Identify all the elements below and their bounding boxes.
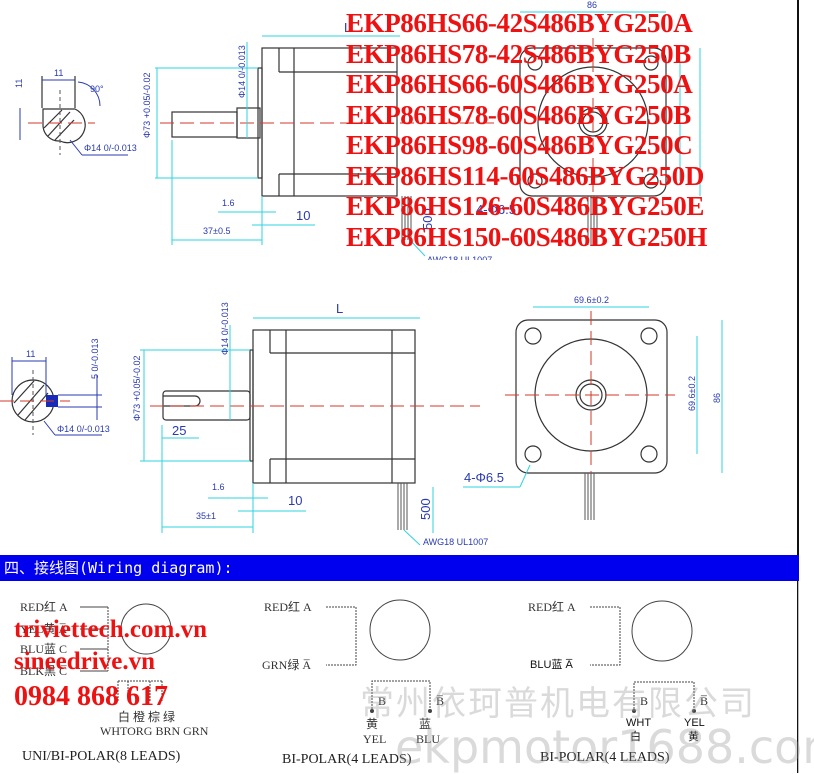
model-number: EKP86HS150-60S486BYG250H: [346, 221, 707, 252]
dim-text: 69.6±0.2: [687, 376, 697, 411]
dim-text: 35±1: [196, 511, 216, 521]
lead-label: BLU蓝 C: [20, 642, 67, 656]
lead-label-en: WHTORG BRN GRN: [100, 724, 209, 738]
dim-text: 4-Φ6.5: [476, 202, 516, 217]
lead-label-en: YEL: [363, 732, 386, 746]
dim-text: Φ73 +0.05/-0.02: [142, 73, 152, 138]
model-number: EKP86HS78-60S486BYG250B: [346, 99, 691, 130]
dim-text: 5 0/-0.013: [90, 338, 100, 379]
dim-text: 1.6: [222, 198, 235, 208]
model-number: EKP86HS66-60S486BYG250A: [346, 69, 693, 99]
lead-label: RED红 A: [20, 599, 68, 614]
dim-text: Φ14 0/-0.013: [84, 143, 137, 153]
top-side-view: Φ73 +0.05/-0.02 Φ14 0/-0.013 37±0.5 1.6 …: [142, 20, 500, 260]
bottom-side-view: L Φ73 +0.05/-0.02 Φ14 0/-0.013 25 35±1 1…: [132, 301, 488, 547]
lead-label: RED红 A: [528, 599, 576, 614]
wiring-diagram-4-leads-a: RED红 A GRN绿 A̅ B B̅ 黄 蓝 YEL BLU BI-POLAR…: [262, 599, 444, 767]
lead-label-cn: 黄: [688, 729, 699, 743]
cable-spec: AWG18 UL1007: [423, 537, 488, 547]
model-number: EKP86HS78-42S486BYG250B: [346, 38, 691, 69]
diagram-title: BI-POLAR(4 LEADS): [540, 750, 670, 765]
dim-text: Φ14 0/-0.013: [237, 45, 247, 98]
dim-text: L: [344, 20, 351, 35]
dim-text: 11: [14, 79, 24, 88]
top-shaft-section: 11 11 90° Φ14 0/-0.013: [14, 68, 137, 156]
watermark-url: ekpmotor1688.com: [395, 720, 814, 774]
top-technical-drawing: 11 11 90° Φ14 0/-0.013 Φ73 +0.05/-0.02 Φ…: [14, 0, 701, 260]
bottom-technical-drawing: 11 5 0/-0.013 Φ14 0/-0.013 L Φ73 +0.05/-…: [0, 295, 723, 547]
terminal-label: B̅: [436, 694, 444, 708]
dim-text: 1.6: [212, 482, 225, 492]
dim-text: 4-Φ6.5: [464, 470, 504, 485]
lead-label-en: YEL: [684, 717, 705, 729]
bottom-shaft-section: 11 5 0/-0.013 Φ14 0/-0.013: [0, 338, 110, 436]
dim-text: 11: [26, 349, 35, 359]
lead-label: RED红 A: [264, 599, 312, 614]
dim-text: Φ73 +0.05/-0.02: [132, 356, 142, 421]
terminal-label: B̅: [700, 694, 708, 708]
watermark-company: 常州依珂普机电有限公司: [360, 684, 756, 724]
dim-text: 500: [418, 498, 433, 520]
model-number-list: EKP86HS66-42S486BYG250A EKP86HS78-42S486…: [346, 8, 707, 252]
dim-text: 86: [587, 0, 597, 10]
cable-spec: AWG18 UL1007: [427, 255, 492, 260]
dim-text: Φ14 0/-0.013: [220, 302, 230, 355]
lead-label: BLU蓝 A̅: [530, 658, 573, 671]
dim-text: Φ14 0/-0.013: [57, 424, 110, 434]
dim-text: 10: [288, 493, 302, 508]
dim-text: 90°: [90, 84, 104, 94]
lead-label: BLK黑 C̅: [20, 664, 68, 678]
lead-label-cn: 蓝: [419, 717, 431, 731]
wiring-diagrams: RED红 A YEL黄 A̅ BLU蓝 C BLK黑 C̅ 白 橙 棕 绿 WH…: [20, 599, 708, 767]
wiring-diagram-4-leads-b: RED红 A BLU蓝 A̅ B B̅ WHT YEL 白 黄 BI-POLAR…: [528, 599, 708, 765]
model-number: EKP86HS126-60S486BYG250E: [346, 191, 704, 221]
website-link-sineedrive[interactable]: sineedrive.vn: [14, 648, 155, 675]
lead-label-en: WHT: [626, 717, 651, 729]
wiring-diagram-heading: 四、接线图(Wiring diagram):: [0, 555, 799, 581]
model-number: EKP86HS98-60S486BYG250C: [346, 130, 693, 160]
phone-number[interactable]: 0984 868 617: [14, 681, 168, 712]
dim-text: 11: [54, 68, 63, 78]
lead-label-cn: 白: [630, 729, 641, 743]
dim-text: 86: [712, 393, 722, 403]
website-link-triviettech[interactable]: triviettech.com.vn: [14, 616, 207, 643]
wiring-section-frame: [0, 581, 799, 773]
lead-label-en: BLU: [416, 732, 440, 746]
top-front-view: 86 4-Φ6.5: [476, 0, 701, 245]
contact-overlay: triviettech.com.vn sineedrive.vn 0984 86…: [14, 614, 207, 716]
lead-label-cn: 黄: [366, 717, 378, 731]
terminal-label: B: [640, 694, 648, 708]
diagram-title: BI-POLAR(4 LEADS): [282, 752, 412, 767]
dim-text: L: [336, 301, 343, 316]
dim-text: 37±0.5: [203, 226, 230, 236]
dim-text: 25: [172, 423, 186, 438]
dim-text: 10: [296, 208, 310, 223]
lead-label: YEL黄 A̅: [20, 622, 67, 636]
lead-label: GRN绿 A̅: [262, 657, 311, 672]
dim-text: 69.6±0.2: [574, 295, 609, 305]
model-number: EKP86HS66-42S486BYG250A: [346, 8, 693, 38]
lead-label-cn: 白 橙 棕 绿: [118, 709, 175, 724]
model-number: EKP86HS114-60S486BYG250D: [346, 160, 704, 191]
terminal-label: B: [378, 694, 386, 708]
bottom-front-view: 69.6±0.2 69.6±0.2 86 4-Φ6.5: [463, 295, 723, 520]
wiring-diagram-8-leads: RED红 A YEL黄 A̅ BLU蓝 C BLK黑 C̅ 白 橙 棕 绿 WH…: [20, 599, 209, 764]
diagram-title: UNI/BI-POLAR(8 LEADS): [22, 749, 181, 764]
dim-text: 500: [420, 208, 435, 230]
